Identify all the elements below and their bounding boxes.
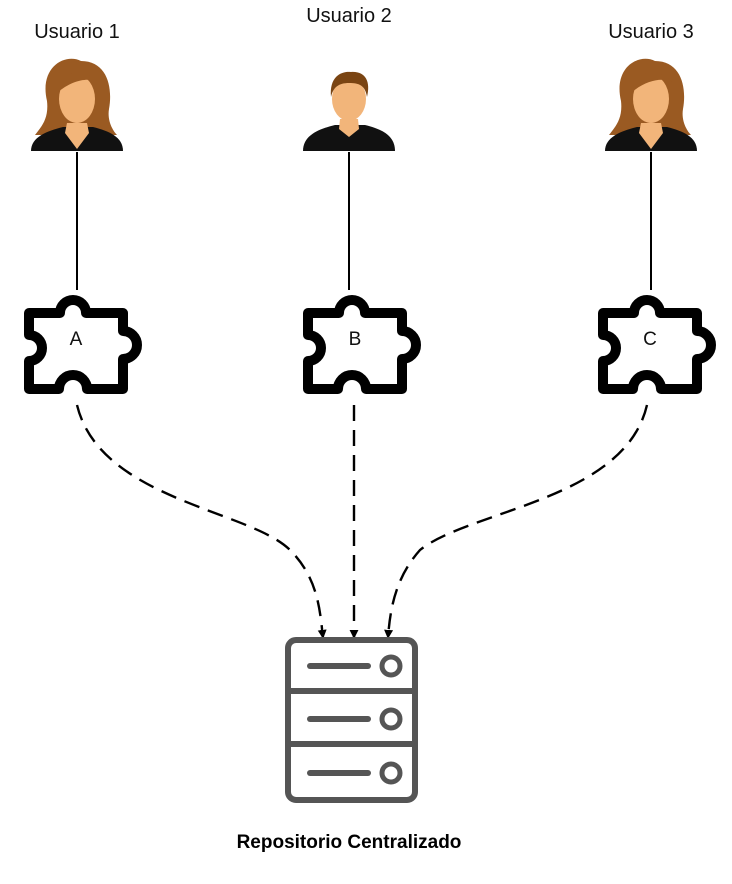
user-3-label: Usuario 3 bbox=[608, 21, 694, 43]
server-unit bbox=[307, 761, 403, 785]
puzzle-piece-icon bbox=[308, 300, 416, 389]
module-c: C bbox=[603, 300, 711, 389]
puzzle-piece-icon bbox=[603, 300, 711, 389]
user-2: Usuario 2 bbox=[303, 5, 395, 151]
male-user-icon bbox=[303, 71, 395, 151]
user-1: Usuario 1 bbox=[31, 21, 123, 151]
server-unit bbox=[307, 654, 403, 678]
puzzle-piece-icon bbox=[29, 300, 137, 389]
female-user-icon bbox=[31, 58, 123, 151]
server-icon bbox=[285, 637, 418, 803]
server-unit bbox=[307, 707, 403, 731]
user-2-label: Usuario 2 bbox=[306, 5, 392, 27]
user-1-label: Usuario 1 bbox=[34, 21, 120, 43]
user-3: Usuario 3 bbox=[605, 21, 697, 151]
arrow-a-to-repo bbox=[75, 404, 327, 639]
module-b-label: B bbox=[349, 329, 362, 350]
arrow-c-to-repo bbox=[384, 404, 649, 639]
module-a: A bbox=[29, 300, 137, 389]
repository-label: Repositorio Centralizado bbox=[237, 832, 462, 853]
module-c-label: C bbox=[643, 329, 657, 350]
module-b: B bbox=[308, 300, 416, 389]
female-user-icon bbox=[605, 58, 697, 151]
module-a-label: A bbox=[70, 329, 83, 350]
